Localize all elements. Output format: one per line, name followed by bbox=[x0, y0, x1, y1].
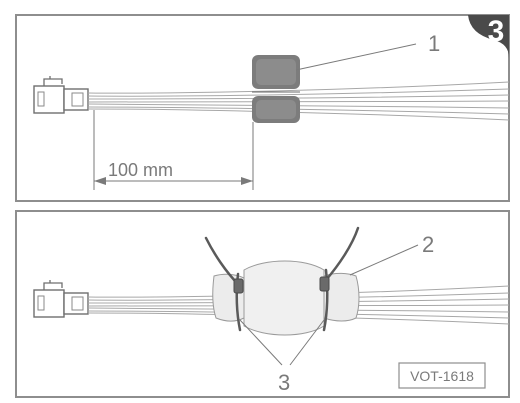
step-badge-number: 3 bbox=[488, 15, 505, 48]
reference-code-box bbox=[398, 362, 486, 389]
cable-tie-right bbox=[319, 226, 360, 332]
callout-line-tie-left bbox=[239, 319, 283, 366]
cable-tie-left bbox=[204, 236, 244, 332]
bottom-panel: 2 3 VOT-1618 bbox=[15, 210, 510, 398]
callout-line-wrap bbox=[349, 244, 419, 276]
connector-plug-bottom bbox=[33, 280, 89, 318]
dimension-label: 100 mm bbox=[108, 160, 173, 180]
ferrite-bead bbox=[252, 55, 300, 123]
dimension-marker bbox=[93, 110, 254, 190]
connector-plug-top bbox=[33, 76, 89, 114]
callout-line-ferrite bbox=[295, 43, 417, 71]
callout-line-tie-right bbox=[289, 319, 325, 366]
callout-label-ties: 3 bbox=[278, 370, 290, 395]
step-badge-shape bbox=[468, 15, 509, 58]
callout-label-ferrite: 1 bbox=[428, 31, 440, 56]
reference-code: VOT-1618 bbox=[410, 368, 474, 384]
callout-label-wrap: 2 bbox=[422, 232, 434, 257]
top-panel: 3 1 bbox=[15, 14, 510, 202]
step-badge: 3 bbox=[468, 15, 509, 58]
